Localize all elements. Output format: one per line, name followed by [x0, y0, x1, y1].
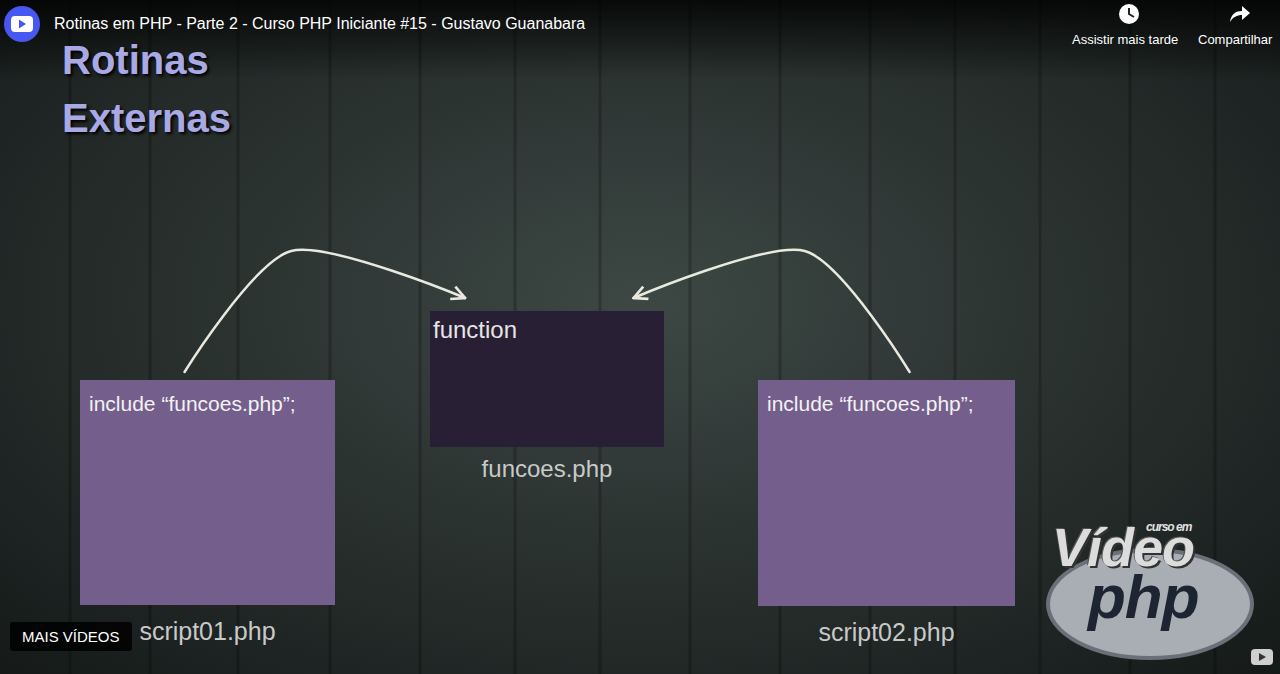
youtube-small-icon	[1251, 649, 1273, 665]
video-title: Rotinas em PHP - Parte 2 - Curso PHP Ini…	[54, 16, 585, 32]
curved-arrow	[634, 250, 910, 372]
share-label: Compartilhar	[1198, 33, 1272, 46]
curved-arrow	[185, 250, 466, 372]
logo-text: php	[1088, 566, 1199, 628]
clock-icon	[1119, 4, 1139, 24]
file-name: script02.php	[758, 618, 1015, 647]
slide-title: Rotinas Externas	[62, 31, 267, 147]
code-line: function	[433, 316, 517, 344]
share-icon	[1230, 6, 1250, 22]
more-videos-button: MAIS VÍDEOS	[10, 622, 132, 651]
youtube-logo	[4, 6, 40, 42]
file-name: funcoes.php	[430, 455, 664, 483]
code-line: include “funcoes.php”;	[767, 392, 974, 416]
script-box: include “funcoes.php”;script01.php	[80, 380, 335, 605]
code-line: include “funcoes.php”;	[89, 392, 296, 416]
script-box: include “funcoes.php”;script02.php	[758, 380, 1015, 606]
wood-planks	[70, 0, 1215, 674]
watch-later-label: Assistir mais tarde	[1072, 33, 1178, 46]
function-box: functionfuncoes.php	[430, 311, 664, 447]
